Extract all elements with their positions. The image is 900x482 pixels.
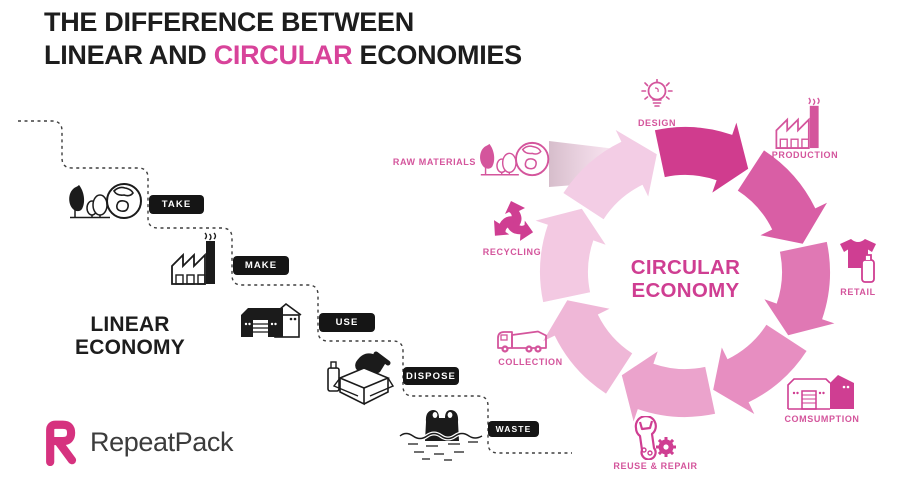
wrench-gear-icon bbox=[628, 416, 680, 460]
page-title: THE DIFFERENCE BETWEEN LINEAR AND CIRCUL… bbox=[44, 6, 522, 73]
ring-arrow-segment-1 bbox=[737, 150, 827, 244]
repeatpack-logo-text: RepeatPack bbox=[90, 426, 234, 457]
globe-leaf-icon bbox=[66, 181, 148, 223]
stage-label-design: DESIGN bbox=[637, 118, 677, 128]
stage-label-recycling: RECYCLING bbox=[482, 247, 542, 257]
factory-icon bbox=[170, 231, 218, 288]
circular-economy-heading: CIRCULAR ECONOMY bbox=[630, 256, 741, 302]
step-label-use: USE bbox=[319, 313, 375, 332]
step-label-make: MAKE bbox=[233, 256, 289, 275]
tshirt-bottle-icon bbox=[836, 236, 880, 286]
ring-arrow-segment-0 bbox=[654, 122, 749, 193]
ring-arrow-segment-6 bbox=[535, 208, 606, 303]
step-label-waste: WASTE bbox=[488, 421, 539, 437]
recycle-icon bbox=[487, 196, 539, 248]
title-line-1: THE DIFFERENCE BETWEEN bbox=[44, 7, 414, 37]
ring-arrow-segment-4 bbox=[621, 351, 716, 422]
globe-leaf-icon bbox=[477, 140, 555, 180]
circular-economy-ring bbox=[535, 122, 835, 422]
stage-label-raw-materials: RAW MATERIALS bbox=[392, 157, 476, 167]
stage-label-comsumption: COMSUMPTION bbox=[784, 414, 860, 424]
stage-label-reuse-repair: REUSE & REPAIR bbox=[613, 461, 698, 471]
stage-label-retail: RETAIL bbox=[840, 287, 876, 297]
box-clothes-icon bbox=[324, 346, 394, 408]
ring-arrow-segment-3 bbox=[713, 324, 807, 414]
linear-economy-heading: LINEAR ECONOMY bbox=[75, 313, 185, 359]
repeatpack-logo: RepeatPack bbox=[42, 418, 233, 466]
truck-icon bbox=[494, 326, 554, 356]
garage-icon bbox=[786, 371, 856, 411]
repeatpack-logo-mark bbox=[46, 420, 77, 466]
house-icon bbox=[239, 299, 303, 339]
title-highlight: CIRCULAR bbox=[213, 40, 353, 71]
lightbulb-icon bbox=[636, 79, 678, 115]
step-label-take: TAKE bbox=[149, 195, 204, 214]
factory-icon bbox=[773, 96, 823, 152]
stage-label-collection: COLLECTION bbox=[498, 357, 563, 367]
ring-arrow-segment-5 bbox=[543, 300, 633, 394]
stage-label-production: PRODUCTION bbox=[771, 150, 839, 160]
bag-water-icon bbox=[398, 402, 484, 462]
step-label-dispose: DISPOSE bbox=[403, 367, 459, 385]
title-line-2: LINEAR AND CIRCULAR ECONOMIES bbox=[44, 40, 522, 71]
linear-staircase-dashed-line bbox=[18, 120, 572, 454]
ring-arrow-segment-2 bbox=[764, 241, 835, 336]
ring-arrow-segment-7 bbox=[563, 130, 657, 220]
